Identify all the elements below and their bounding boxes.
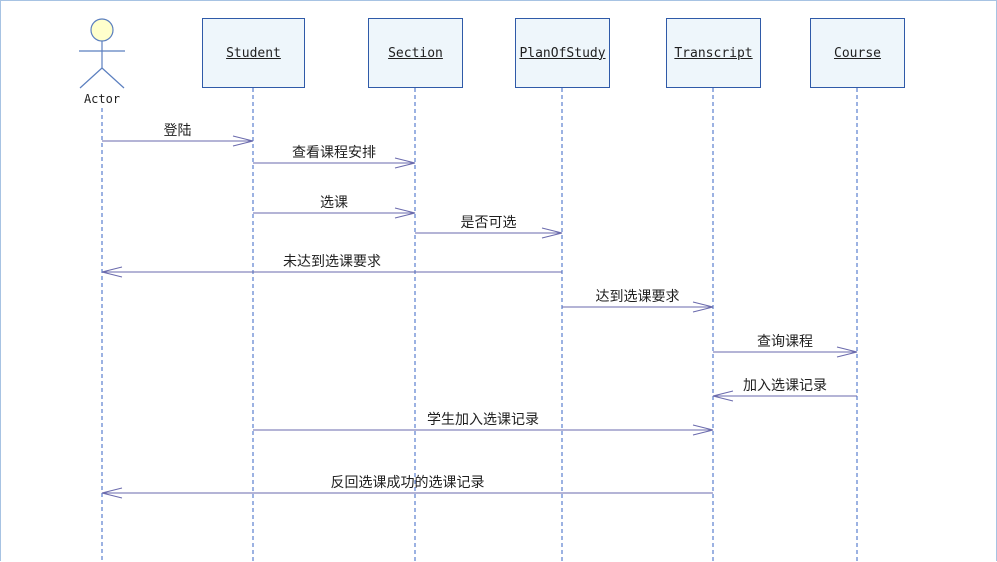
object-student[interactable]: Student [202,18,305,88]
lifelines [101,88,858,562]
message-4[interactable]: 是否可选 [415,215,563,239]
object-course[interactable]: Course [810,18,905,88]
object-transcript-label: Transcript [674,45,753,61]
message-label: 选课 [320,195,348,211]
arrowhead-icon [836,346,858,358]
arrowhead-icon [692,424,714,436]
actor-icon[interactable] [79,18,125,89]
object-planofstudy-label: PlanOfStudy [519,45,606,61]
message-10[interactable]: 反回选课成功的选课记录 [101,475,713,499]
object-section-label: Section [388,45,443,61]
message-label: 查看课程安排 [292,145,376,161]
object-section[interactable]: Section [368,18,463,88]
object-student-label: Student [226,45,281,61]
object-planofstudy[interactable]: PlanOfStudy [515,18,610,88]
message-label: 未达到选课要求 [283,254,381,270]
message-9[interactable]: 学生加入选课记录 [253,412,714,436]
actor-head [90,18,114,42]
object-transcript[interactable]: Transcript [666,18,761,88]
message-8[interactable]: 加入选课记录 [712,378,857,402]
message-1[interactable]: 登陆 [102,123,254,147]
arrowhead-icon [712,390,734,402]
message-5[interactable]: 未达到选课要求 [101,254,562,278]
message-2[interactable]: 查看课程安排 [253,145,416,169]
message-label: 登陆 [164,123,192,139]
object-course-label: Course [834,45,881,61]
arrowhead-icon [101,487,123,499]
arrowhead-icon [101,266,123,278]
message-label: 学生加入选课记录 [427,412,539,428]
arrowhead-icon [394,207,416,219]
arrowhead-icon [394,157,416,169]
arrowhead-icon [232,135,254,147]
message-label: 反回选课成功的选课记录 [331,475,485,491]
arrowhead-icon [541,227,563,239]
messages: 登陆查看课程安排选课是否可选未达到选课要求达到选课要求查询课程加入选课记录学生加… [101,123,858,499]
message-7[interactable]: 查询课程 [713,334,858,358]
actor-label: Actor [83,92,121,106]
message-6[interactable]: 达到选课要求 [562,289,714,313]
actor-left-leg [79,67,103,89]
message-label: 达到选课要求 [596,289,680,305]
message-label: 查询课程 [757,334,813,350]
actor-right-leg [101,67,125,89]
message-3[interactable]: 选课 [253,195,416,219]
message-label: 加入选课记录 [743,378,827,394]
arrowhead-icon [692,301,714,313]
message-label: 是否可选 [461,215,517,231]
